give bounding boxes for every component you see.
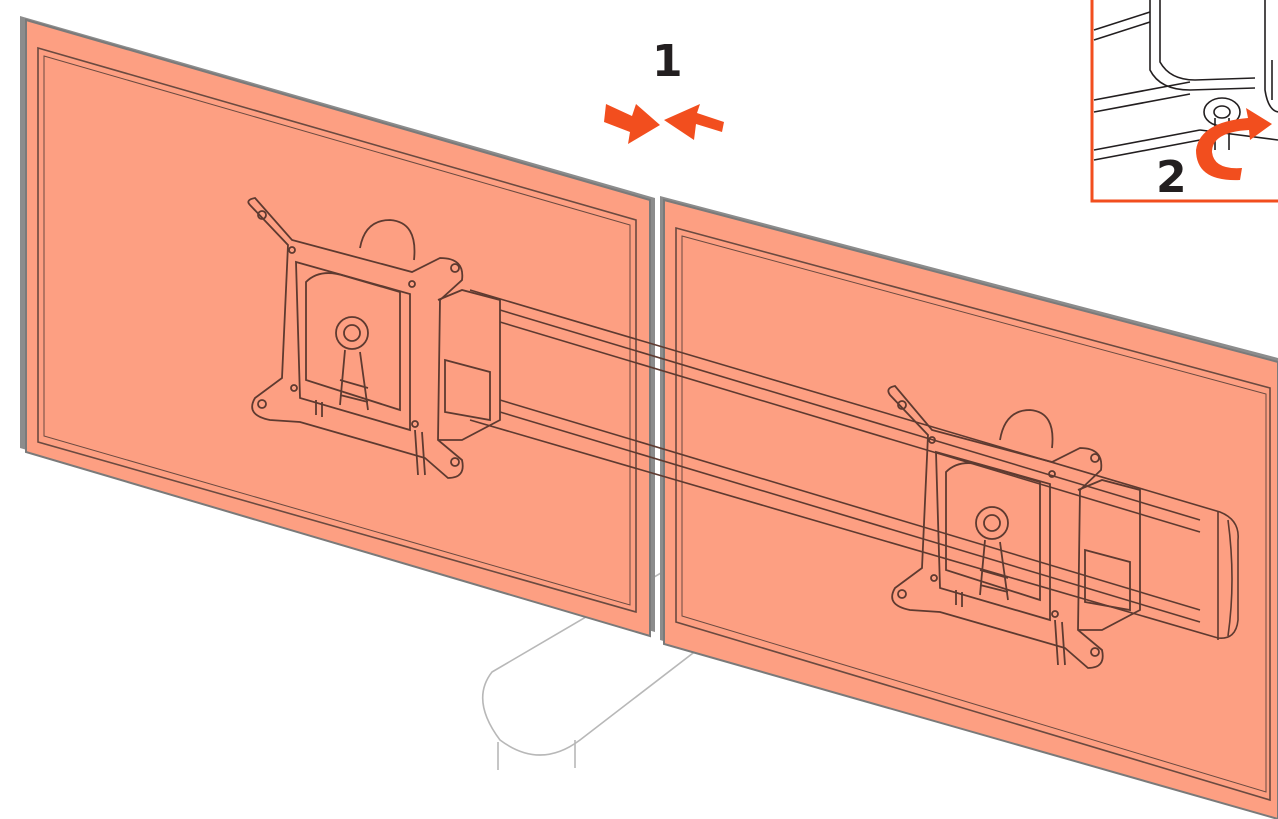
left-vesa-bracket xyxy=(247,197,501,479)
step-1-label: 1 xyxy=(652,36,683,87)
right-monitor-panel xyxy=(663,198,1278,819)
right-vesa-bracket xyxy=(887,385,1141,669)
push-arrow-right-icon xyxy=(604,104,660,144)
left-monitor xyxy=(20,16,655,638)
step-1-callout: 1 xyxy=(604,36,724,144)
step-2-inset: 2 xyxy=(1090,0,1278,203)
left-monitor-screen xyxy=(37,46,637,614)
push-arrow-left-icon xyxy=(664,104,724,140)
left-monitor-panel xyxy=(25,18,651,638)
step-2-label: 2 xyxy=(1156,152,1187,203)
right-monitor xyxy=(660,196,1278,819)
right-monitor-screen xyxy=(675,226,1271,802)
rotate-arrow-icon xyxy=(1196,108,1272,181)
detail-inset-frame xyxy=(1090,0,1278,203)
crossbar-rail xyxy=(469,289,1239,640)
